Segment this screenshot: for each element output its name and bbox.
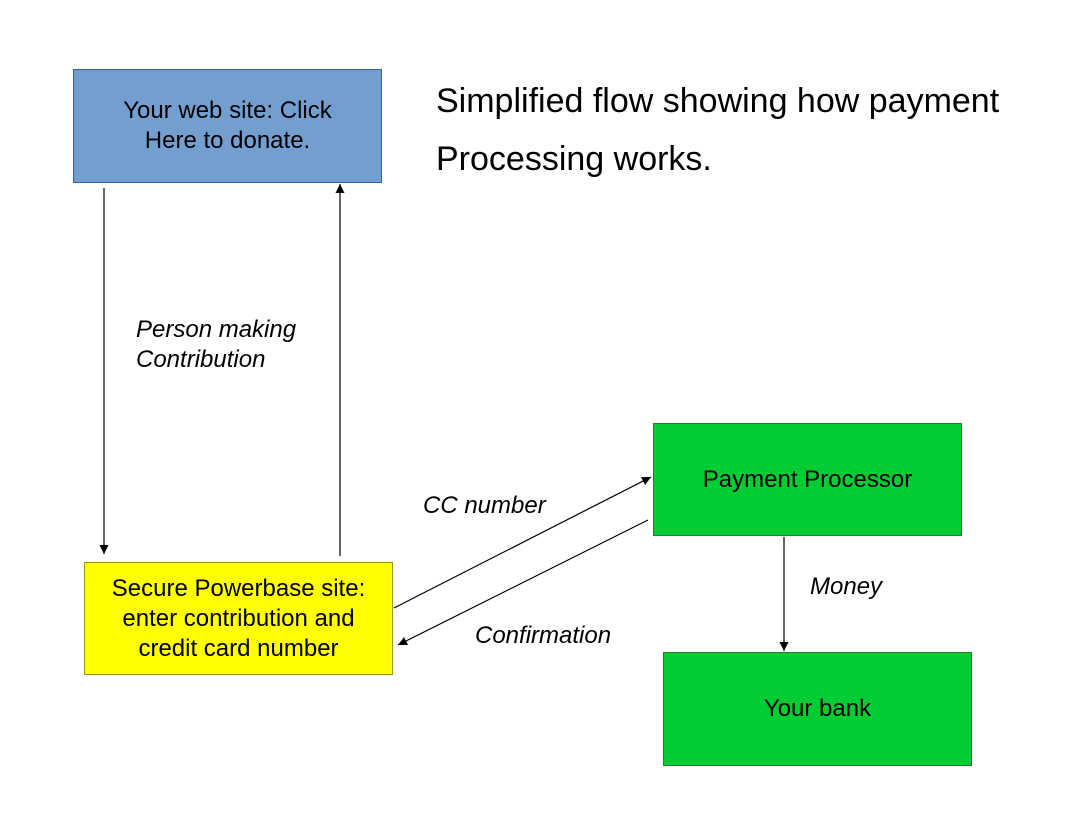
node-payment-processor-label: Payment Processor (702, 465, 913, 493)
node-secure-powerbase-site: Secure Powerbase site: enter contributio… (84, 562, 393, 675)
edge-label-person-making-contribution: Person making Contribution (136, 316, 297, 373)
node-payment-processor: Payment Processor (653, 423, 962, 536)
node-your-bank-label: Your bank (763, 695, 872, 722)
diagram-title: Simplified flow showing how payment Proc… (436, 82, 1000, 178)
node-your-web-site: Your web site: Click Here to donate. (73, 69, 382, 183)
node-your-bank: Your bank (663, 652, 972, 766)
node-your-web-site-label: Your web site: Click Here to donate. (123, 97, 332, 154)
arrow-secure-to-processor (393, 476, 652, 609)
edge-label-cc-number: CC number (423, 492, 546, 519)
arrow-processor-to-secure (397, 519, 649, 646)
node-secure-powerbase-site-label: Secure Powerbase site: enter contributio… (111, 574, 366, 662)
edge-label-money: Money (810, 573, 883, 600)
edge-label-confirmation: Confirmation (475, 622, 612, 649)
